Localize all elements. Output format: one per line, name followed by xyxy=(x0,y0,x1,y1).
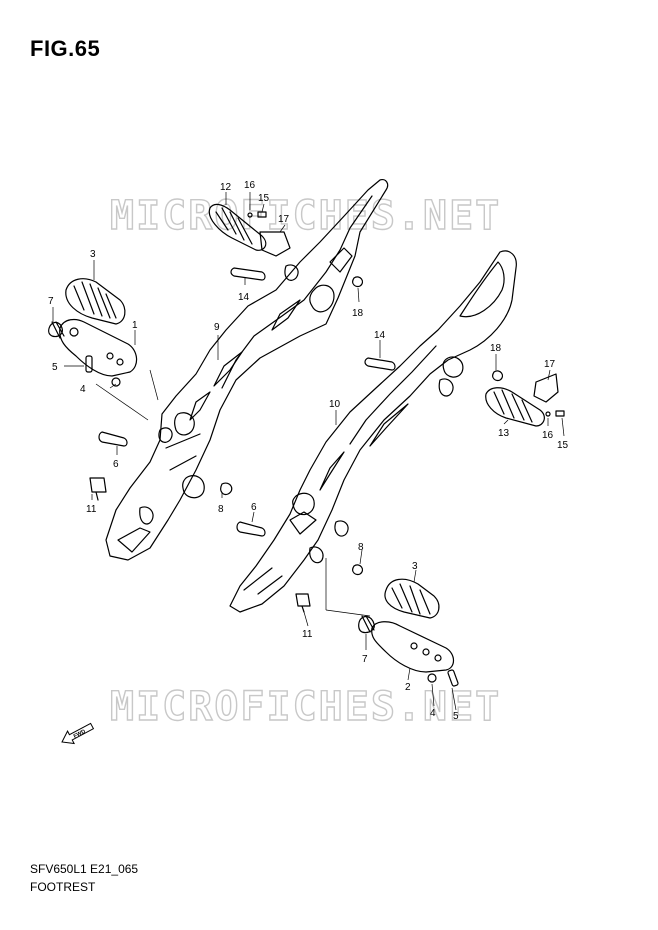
right-footpeg-rubber xyxy=(384,578,440,619)
right-footpeg xyxy=(371,621,455,673)
callout-16-right: 16 xyxy=(542,430,554,441)
callout-15-left: 15 xyxy=(258,193,270,204)
left-small-ball-16 xyxy=(247,212,253,218)
right-pivot-bolt xyxy=(236,521,266,537)
left-pin xyxy=(85,355,93,373)
left-pivot-bolt xyxy=(98,431,128,447)
callout-8-right: 8 xyxy=(358,542,364,553)
callout-8-left: 8 xyxy=(218,504,224,515)
right-pin xyxy=(447,669,459,687)
callout-11-left: 11 xyxy=(86,504,97,515)
right-small-spring-15 xyxy=(555,410,565,417)
left-footrest-bracket xyxy=(105,179,389,561)
figure-title: FIG.65 xyxy=(30,36,101,61)
left-passenger-pin xyxy=(230,267,266,281)
leader-lines xyxy=(52,192,565,711)
callout-4-right: 4 xyxy=(430,708,436,719)
left-spring xyxy=(48,321,65,339)
callout-3-left: 3 xyxy=(90,249,96,260)
right-washer xyxy=(427,673,437,683)
callout-17-left: 17 xyxy=(278,214,290,225)
right-mounting-bolt xyxy=(295,593,311,613)
callout-16-left: 16 xyxy=(244,180,256,191)
diagram-caption: FOOTREST xyxy=(30,880,96,894)
right-clip xyxy=(352,564,364,576)
left-footpeg-rubber xyxy=(65,278,126,325)
callout-5-left: 5 xyxy=(52,362,58,373)
right-spring xyxy=(358,615,375,634)
right-passenger-footpeg xyxy=(485,387,545,427)
callout-15-right: 15 xyxy=(557,440,569,451)
left-washer xyxy=(111,377,121,387)
right-passenger-pin xyxy=(364,357,396,371)
callout-labels: 1 2 3 3 4 4 5 5 6 6 7 7 8 8 9 10 11 11 1… xyxy=(48,180,569,722)
callout-4-left: 4 xyxy=(80,384,86,395)
callout-14-right: 14 xyxy=(374,330,386,341)
left-passenger-footpeg xyxy=(208,203,267,251)
diagram-code: SFV650L1 E21_065 xyxy=(30,862,139,876)
left-footpeg xyxy=(59,318,138,377)
right-footrest-bracket xyxy=(229,250,517,613)
callout-1: 1 xyxy=(132,320,138,331)
callout-18-right: 18 xyxy=(490,343,502,354)
callout-6-left: 6 xyxy=(113,459,119,470)
right-clip-18 xyxy=(492,370,504,382)
watermark-top: MICROFICHES.NET xyxy=(110,193,501,239)
left-clip xyxy=(220,482,233,496)
left-clip-18 xyxy=(352,276,364,288)
right-passenger-footpeg-bracket xyxy=(533,373,559,403)
left-mounting-bolt xyxy=(89,477,107,501)
callout-10: 10 xyxy=(329,399,341,410)
callout-9: 9 xyxy=(214,322,220,333)
watermark-bottom: MICROFICHES.NET xyxy=(110,684,501,730)
callout-14-left: 14 xyxy=(238,292,250,303)
callout-6-right: 6 xyxy=(251,502,257,513)
callout-12: 12 xyxy=(220,182,232,193)
callout-7-left: 7 xyxy=(48,296,54,307)
callout-5-right: 5 xyxy=(453,711,459,722)
right-small-ball-16 xyxy=(545,411,551,417)
callout-11-right: 11 xyxy=(302,629,313,640)
callout-17-right: 17 xyxy=(544,359,556,370)
callout-13: 13 xyxy=(498,428,510,439)
forward-arrow-icon: FWD xyxy=(61,722,95,745)
callout-7-right: 7 xyxy=(362,654,368,665)
fwd-label: FWD xyxy=(73,729,87,740)
callout-18-left: 18 xyxy=(352,308,364,319)
callout-2: 2 xyxy=(405,682,411,693)
callout-3-right: 3 xyxy=(412,561,418,572)
